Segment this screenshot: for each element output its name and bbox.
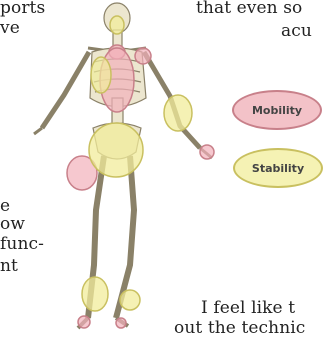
mobility-legend-label: Mobility [252, 104, 302, 117]
cervical-stability-highlight [110, 16, 124, 34]
knee-stability-highlight [82, 277, 108, 311]
shoulder-mobility-highlight [135, 48, 151, 64]
joint-highlights [67, 16, 214, 328]
left-hand-bone [34, 128, 42, 134]
stability-legend-item: Stability [233, 148, 323, 188]
scapula-stability-highlight [91, 57, 111, 93]
lumbar-stability-highlight [89, 123, 143, 177]
left-arm-bone [42, 52, 89, 128]
stability-legend-label: Stability [252, 162, 304, 175]
wrist-mobility-highlight [200, 145, 214, 159]
elbow-stability-highlight [164, 95, 192, 131]
ankle-right-mobility-highlight [116, 318, 126, 328]
mobility-legend-item: Mobility [232, 90, 322, 130]
foot-stability-highlight [120, 290, 140, 310]
ankle-mobility-highlight [78, 316, 90, 328]
